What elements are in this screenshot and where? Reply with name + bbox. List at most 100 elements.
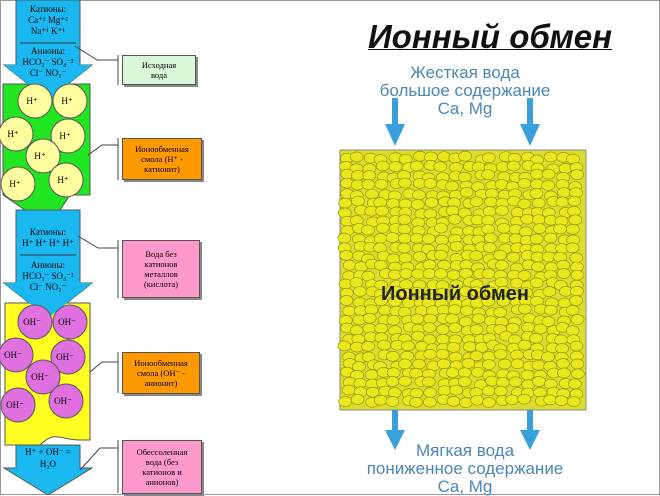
ion-label: H⁺ xyxy=(9,179,20,189)
resin-bead xyxy=(471,313,486,325)
resin-bead xyxy=(493,348,508,360)
resin-bead xyxy=(517,339,532,351)
cations-list: Ca⁺² Mg⁺² xyxy=(28,15,68,25)
cations-title: Катионы: xyxy=(30,227,66,237)
resin-bead xyxy=(568,378,582,390)
resin-bead xyxy=(349,151,364,163)
resin-bead xyxy=(506,251,521,263)
resin-bead xyxy=(437,385,452,396)
resin-bead xyxy=(461,358,476,369)
resin-bead xyxy=(374,178,389,190)
resin-bead xyxy=(353,286,367,297)
resin-bead xyxy=(482,397,496,408)
resin-bead xyxy=(364,369,379,381)
resin-bead xyxy=(569,340,584,352)
resin-bead xyxy=(398,375,412,387)
cations-title: Катионы: xyxy=(30,4,66,14)
resin-bead xyxy=(350,394,365,405)
resin-bead xyxy=(555,196,570,208)
ion-label: H⁺ xyxy=(26,96,37,106)
resin-bead xyxy=(445,313,459,325)
resin-bead xyxy=(481,296,495,307)
oh-ion-bead xyxy=(25,359,61,395)
resin-bead xyxy=(460,305,474,316)
resin-bead xyxy=(481,152,496,164)
resin-bead xyxy=(409,286,424,298)
resin-bead xyxy=(541,251,556,263)
resin-bead xyxy=(449,384,464,396)
resin-bead xyxy=(493,307,508,318)
resin-bead xyxy=(543,151,558,163)
ion-label: H⁺ xyxy=(57,175,68,185)
resin-bead xyxy=(495,205,509,216)
resin-bead xyxy=(436,324,450,335)
resin-bead xyxy=(568,214,583,226)
resin-bead xyxy=(388,269,402,281)
label-anion-resin: Ионообменная смола (OH⁻ - анионит) xyxy=(122,352,200,394)
ion-label: OH⁻ xyxy=(6,400,24,410)
resin-bead xyxy=(410,160,424,172)
resin-bead xyxy=(446,342,461,353)
resin-bead xyxy=(521,322,535,333)
resin-bead xyxy=(448,322,462,334)
resin-bead xyxy=(557,187,571,198)
resin-bead xyxy=(458,150,472,162)
resin-bead xyxy=(553,223,567,235)
resin-bead xyxy=(411,199,425,210)
resin-bead xyxy=(517,393,532,405)
resin-bead xyxy=(570,169,584,180)
resin-bead xyxy=(447,214,462,225)
resin-bead xyxy=(569,252,584,264)
resin-bead xyxy=(374,323,388,334)
resin-bead xyxy=(339,250,354,261)
text-line: пониженное содержание xyxy=(366,459,564,478)
resin-bead xyxy=(362,170,377,181)
label-acid-water: Вода без катионов металлов (кислота) xyxy=(122,240,200,298)
resin-bead xyxy=(517,177,532,189)
resin-bead xyxy=(434,222,448,234)
resin-bead xyxy=(352,361,366,372)
resin-bead xyxy=(445,180,459,192)
text-line: Мягкая вода xyxy=(415,441,515,460)
resin-bead xyxy=(413,251,427,262)
resin-bead xyxy=(496,296,511,307)
resin-bead xyxy=(398,358,412,370)
resin-beads xyxy=(337,150,585,408)
resin-bead xyxy=(469,250,483,262)
resin-bead xyxy=(505,394,519,406)
oh-ion-bead xyxy=(52,304,88,340)
resin-bead xyxy=(376,160,390,172)
resin-bead xyxy=(397,214,412,225)
resin-bead xyxy=(565,242,580,254)
label-source-water: Исходная вода xyxy=(122,55,196,85)
resin-bead xyxy=(374,295,388,307)
resin-bead xyxy=(495,259,509,271)
anions-list: Cl⁻ NO₃⁻ xyxy=(30,68,67,78)
resin-bead xyxy=(385,232,400,243)
resin-bead xyxy=(361,179,376,190)
resin-bead xyxy=(398,233,412,244)
anions-list: HCO₃⁻ SO₄⁻² xyxy=(22,271,74,281)
ion-label: H⁺ xyxy=(61,96,72,106)
resin-bead xyxy=(517,303,532,315)
resin-bead xyxy=(342,259,357,271)
resin-bead xyxy=(469,286,484,298)
resin-bead xyxy=(457,376,472,388)
resin-bead xyxy=(422,259,437,271)
resin-bead xyxy=(373,233,388,244)
resin-bead xyxy=(412,189,426,201)
center-label: Ионный обмен xyxy=(381,283,529,305)
resin-bead xyxy=(533,386,547,398)
resin-bead xyxy=(541,168,556,180)
ion-label: H⁺ xyxy=(34,151,45,161)
resin-bead xyxy=(436,333,450,345)
resin-bead xyxy=(481,223,495,235)
ion-label: OH⁻ xyxy=(54,396,72,406)
resin-bead xyxy=(520,213,535,225)
resin-bead xyxy=(412,358,426,370)
oh-ion-bead xyxy=(0,387,36,423)
resin-bead xyxy=(423,387,437,398)
h-ion-bead xyxy=(52,83,88,119)
resin-bead xyxy=(533,323,548,335)
cations-list: H⁺ H⁺ H⁺ H⁺ xyxy=(22,238,74,248)
